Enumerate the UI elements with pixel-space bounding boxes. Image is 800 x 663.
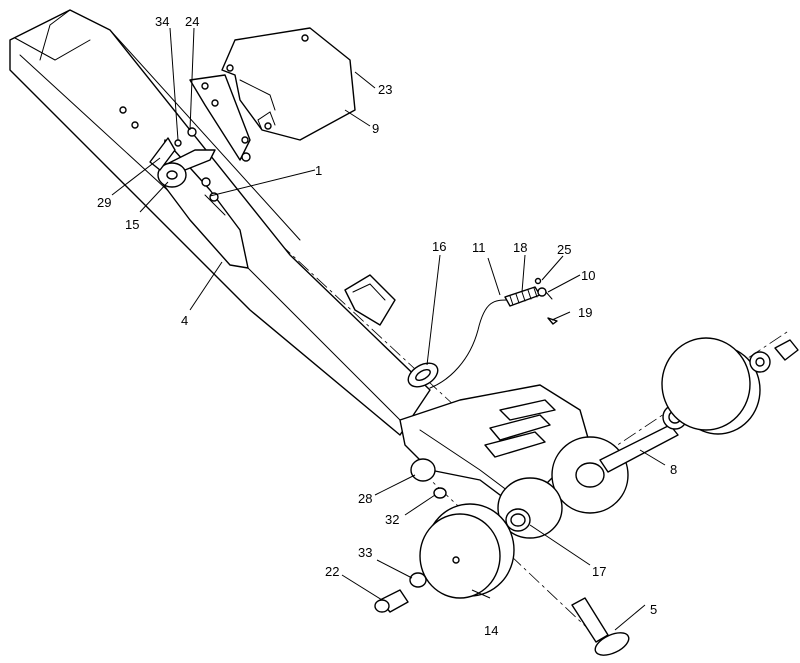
cable-guide (407, 362, 439, 388)
callout-8: 8 (670, 462, 677, 477)
side-plate (189, 74, 251, 162)
cover-plate (221, 27, 356, 141)
callout-15: 15 (125, 217, 139, 232)
callout-14: 14 (484, 623, 498, 638)
callout-17: 17 (592, 564, 606, 579)
left-wheel-assembly (374, 458, 531, 613)
axle-pin (571, 597, 630, 656)
callout-25: 25 (557, 242, 571, 257)
callout-4: 4 (181, 313, 188, 328)
callout-24: 24 (185, 14, 199, 29)
latch-assembly (149, 127, 219, 202)
callout-9: 9 (372, 121, 379, 136)
leader-lines (111, 27, 666, 631)
callout-32: 32 (385, 512, 399, 527)
callout-23: 23 (378, 82, 392, 97)
callout-28: 28 (358, 491, 372, 506)
callout-16: 16 (432, 239, 446, 254)
callout-11: 11 (472, 240, 486, 255)
callout-1: 1 (315, 163, 322, 178)
callout-29: 29 (97, 195, 111, 210)
callout-10: 10 (581, 268, 595, 283)
cable-assembly (429, 277, 558, 389)
callout-19: 19 (578, 305, 592, 320)
callout-22: 22 (325, 564, 339, 579)
callout-33: 33 (358, 545, 372, 560)
callout-5: 5 (650, 602, 657, 617)
callout-18: 18 (513, 240, 527, 255)
callout-34: 34 (155, 14, 169, 29)
callouts: 1 4 5 8 9 10 11 14 15 16 17 18 19 22 23 … (97, 14, 677, 638)
axle-right-wheel (599, 337, 799, 473)
